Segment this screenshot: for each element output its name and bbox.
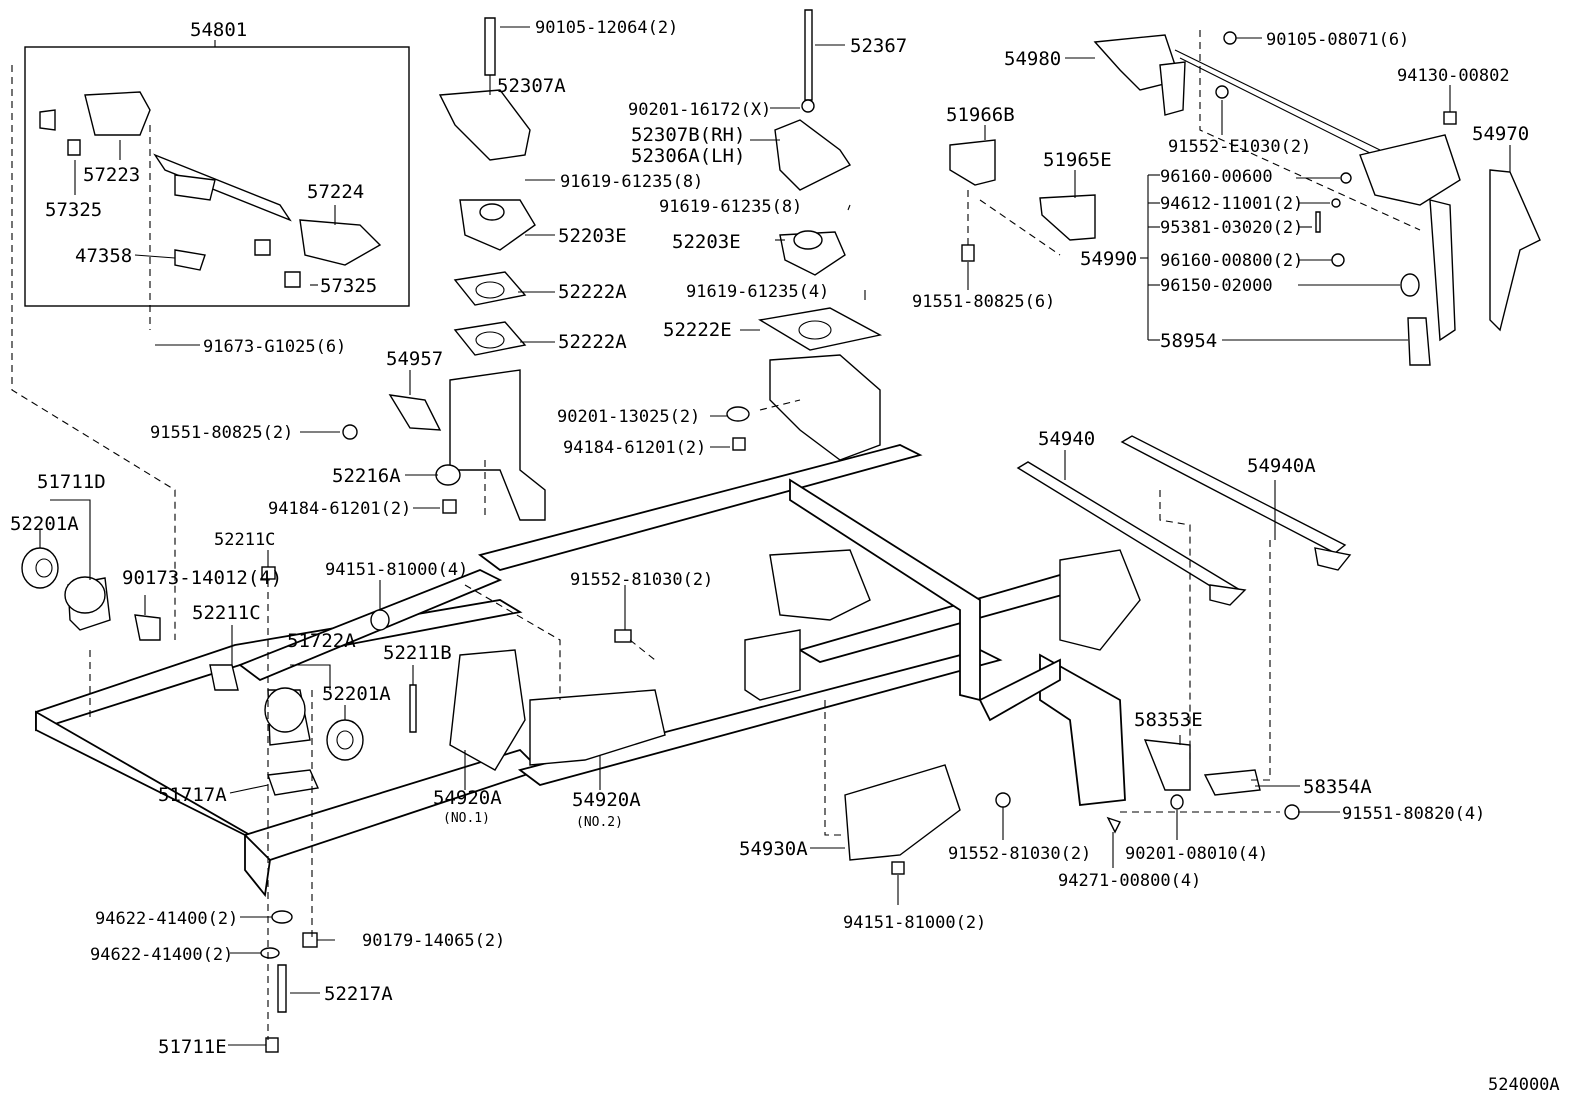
engine-mount-parts (342, 9, 883, 514)
label-94130-00802: 94130-00802 (1397, 66, 1510, 86)
label-51711e: 51711E (158, 1036, 227, 1058)
label-94612-11001: 94612-11001(2) (1160, 194, 1303, 214)
label-58954: 58954 (1160, 330, 1217, 352)
label-58353e: 58353E (1134, 709, 1203, 731)
label-54940: 54940 (1038, 428, 1095, 450)
label-90201-16172: 90201-16172(X) (628, 100, 771, 120)
torsion-bars (1016, 435, 1352, 606)
label-54990: 54990 (1080, 248, 1137, 270)
leader-lines (39, 26, 1511, 1046)
label-57224: 57224 (307, 181, 364, 203)
label-52222e: 52222E (663, 319, 732, 341)
label-91551-80825: 91551-80825(2) (150, 423, 293, 443)
label-91552-e1030: 91552-E1030(2) (1168, 137, 1311, 157)
label-51965e: 51965E (1043, 149, 1112, 171)
label-58354a: 58354A (1303, 776, 1372, 798)
label-91551-80825: 91551-80825(6) (912, 292, 1055, 312)
label-94184-61201: 94184-61201(2) (268, 499, 411, 519)
part-labels: 54801 57223 57325 57224 47358 57325 9167… (10, 18, 1560, 1095)
label-54970: 54970 (1472, 123, 1529, 145)
label-52307a: 52307A (497, 75, 566, 97)
label-52211c: 52211C (192, 602, 261, 624)
label-91673-g1025: 91673-G1025(6) (203, 337, 346, 357)
label-47358: 47358 (75, 245, 132, 267)
label-54930a: 54930A (739, 838, 808, 860)
left-mount-parts (21, 547, 417, 1053)
label-94622-41400: 94622-41400(2) (95, 909, 238, 929)
label-96150-02000: 96150-02000 (1160, 276, 1273, 296)
vehicle-frame (35, 354, 1141, 898)
label-52307b-rh: 52307B(RH) (631, 124, 745, 146)
label-91551-80820: 91551-80820(4) (1342, 804, 1485, 824)
label-90105-12064: 90105-12064(2) (535, 18, 678, 38)
label-57223: 57223 (83, 164, 140, 186)
label-90173-14012: 52211C (214, 530, 275, 550)
label-91619-61235: 91619-61235(8) (560, 172, 703, 192)
label-94151-81000: 94151-81000(2) (843, 913, 986, 933)
label-54920a: 54920A (433, 787, 502, 809)
label-51711d: 51711D (37, 471, 106, 493)
label-51966b: 51966B (946, 104, 1015, 126)
label-91552-81030: 91552-81030(2) (570, 570, 713, 590)
label-91619-61235: 91619-61235(8) (659, 197, 802, 217)
label-90105-08071: 90105-08071(6) (1266, 30, 1409, 50)
label-52201a: 52201A (322, 683, 391, 705)
label-52217a: 52217A (324, 983, 393, 1005)
label-91619-61235: 91619-61235(4) (686, 282, 829, 302)
label-54940a: 54940A (1247, 455, 1316, 477)
upper-right-parts (949, 31, 1541, 366)
label-52222a: 52222A (558, 281, 627, 303)
label-52203e: 52203E (558, 225, 627, 247)
label-90201-13025: 90201-13025(2) (557, 407, 700, 427)
label-52367: 52367 (850, 35, 907, 57)
label-96160-00800: 96160-00800(2) (1160, 251, 1303, 271)
label-52222a: 52222A (558, 331, 627, 353)
label-94151-81000: 94151-81000(4) (325, 560, 468, 580)
label-52203e: 52203E (672, 231, 741, 253)
label-54801: 54801 (190, 19, 247, 41)
label-54920a: 54920A (572, 789, 641, 811)
label-54920a-no1: (NO.1) (443, 811, 490, 826)
label-94271-00800: 94271-00800(4) (1058, 871, 1201, 891)
label-52216a: 52216A (332, 465, 401, 487)
label-91552-81030: 91552-81030(2) (948, 844, 1091, 864)
label-52306a-lh: 52306A(LH) (631, 145, 745, 167)
label-57325: 57325 (320, 275, 377, 297)
label-94184-61201: 94184-61201(2) (563, 438, 706, 458)
label-52211c: 90173-14012(4) (122, 567, 282, 589)
label-52211b: 52211B (383, 642, 452, 664)
label-51722a: 51722A (287, 630, 356, 652)
diagram-code: 524000A (1488, 1075, 1560, 1095)
label-57325: 57325 (45, 199, 102, 221)
label-54957: 54957 (386, 348, 443, 370)
label-94622-41400: 94622-41400(2) (90, 945, 233, 965)
label-54980: 54980 (1004, 48, 1061, 70)
label-90201-08010: 90201-08010(4) (1125, 844, 1268, 864)
label-54920a-no2: (NO.2) (576, 815, 623, 830)
label-52201a: 52201A (10, 513, 79, 535)
label-96160-00600: 96160-00600 (1160, 167, 1273, 187)
label-95381-03020: 95381-03020(2) (1160, 218, 1303, 238)
dashed-guides (11, 30, 1421, 1040)
label-90179-14065: 90179-14065(2) (362, 931, 505, 951)
bracket-parts (449, 629, 1300, 875)
assembly-box-54801 (24, 46, 410, 307)
label-51717a: 51717A (158, 784, 227, 806)
